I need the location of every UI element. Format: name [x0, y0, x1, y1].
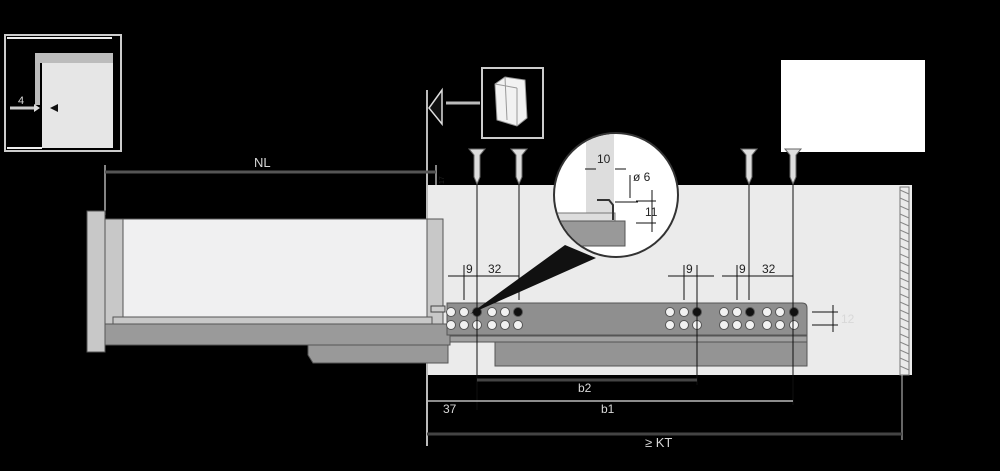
inset-front-gap-detail: 4 [4, 34, 122, 152]
detail-10-label: 10 [597, 152, 611, 166]
mounting-holes [446, 307, 799, 330]
spacing-9-label: 9 [739, 262, 746, 276]
spacing-9-label: 9 [686, 262, 693, 276]
spacing-32-label: 32 [488, 262, 502, 276]
b1-label: b1 [601, 402, 615, 416]
inset-gap-label: 4 [18, 95, 24, 107]
blank-label-box [781, 60, 925, 152]
spacing-9-label: 9 [466, 262, 473, 276]
b2-label: b2 [578, 381, 592, 395]
magnified-detail: 10 ø 6 11 [470, 132, 679, 314]
detail-diameter-label: ø 6 [633, 170, 651, 184]
screw-icon [783, 148, 803, 186]
depth-dimensions: b2 b1 37 ≥ KT [427, 378, 902, 450]
drawer-slide [430, 302, 808, 367]
drawer [86, 210, 451, 364]
screw-icon [467, 148, 487, 186]
cabinet-back-hatch [899, 186, 910, 376]
front-offset-label: 37 [443, 402, 457, 416]
nominal-length-dimension: NL 17 [104, 155, 446, 215]
cabinet-depth-label: ≥ KT [645, 435, 672, 450]
nl-label: NL [254, 155, 271, 170]
front-edge-marker-icon [428, 87, 443, 127]
cabinet-cube-icon [481, 67, 544, 139]
screw-icon [739, 148, 759, 186]
hole-spacing-dimensions [448, 275, 838, 332]
top-offset-label: 17 [439, 176, 446, 184]
spacing-32-label: 32 [762, 262, 776, 276]
row-spacing-label: 12 [841, 312, 855, 326]
screw-icon [509, 148, 529, 186]
detail-11-label: 11 [645, 205, 658, 219]
